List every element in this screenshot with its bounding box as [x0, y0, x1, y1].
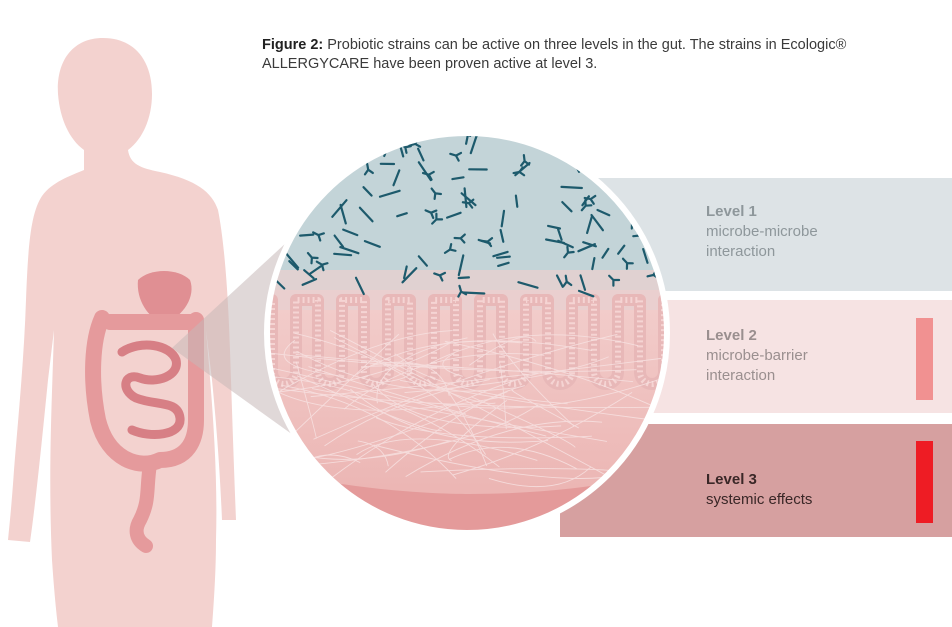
level-2-text: Level 2 microbe-barrier interaction	[706, 326, 856, 386]
bacterium	[628, 136, 641, 149]
bacterium	[263, 173, 275, 191]
bacterium	[642, 139, 655, 151]
bacterium	[616, 163, 626, 168]
bacterium	[290, 155, 303, 159]
bacterium	[316, 126, 329, 139]
bacterium	[274, 159, 284, 171]
bacterium	[300, 158, 312, 171]
bacterium	[328, 151, 342, 159]
level-2-description: microbe-barrier interaction	[706, 346, 856, 386]
level-2-title: Level 2	[706, 326, 856, 346]
bacterium	[463, 293, 484, 294]
bacterium	[334, 254, 351, 255]
level-2-indicator	[916, 318, 933, 400]
bacterium	[639, 133, 650, 139]
bacterium	[595, 136, 607, 146]
bacterium	[562, 187, 582, 188]
bacterium	[288, 190, 301, 203]
level-1-text: Level 1 microbe-microbe interaction	[706, 202, 856, 262]
bacterium	[269, 143, 279, 159]
caption-label: Figure 2:	[262, 37, 323, 53]
figure-caption: Figure 2: Probiotic strains can be activ…	[262, 36, 922, 74]
bacterium	[607, 164, 611, 179]
bacterium	[267, 128, 280, 139]
level-1-description: microbe-microbe interaction	[706, 222, 856, 262]
level-3-indicator	[916, 441, 933, 523]
level-1-title: Level 1	[706, 202, 856, 222]
bacterium	[268, 152, 282, 164]
bacterium	[321, 170, 329, 187]
caption-text: Probiotic strains can be active on three…	[262, 37, 846, 72]
bacterium	[310, 167, 321, 176]
level-3-description: systemic effects	[706, 490, 856, 510]
bacterium	[516, 196, 517, 207]
bacterium	[619, 131, 632, 143]
bacterium	[300, 235, 313, 236]
level-3-text: Level 3 systemic effects	[706, 470, 856, 510]
bacterium	[497, 257, 510, 258]
bacterium	[262, 127, 280, 139]
bacterium	[376, 133, 386, 142]
level-3-title: Level 3	[706, 470, 856, 490]
bacterium	[459, 277, 469, 278]
bacterium	[311, 125, 323, 138]
bacterium	[319, 149, 332, 161]
